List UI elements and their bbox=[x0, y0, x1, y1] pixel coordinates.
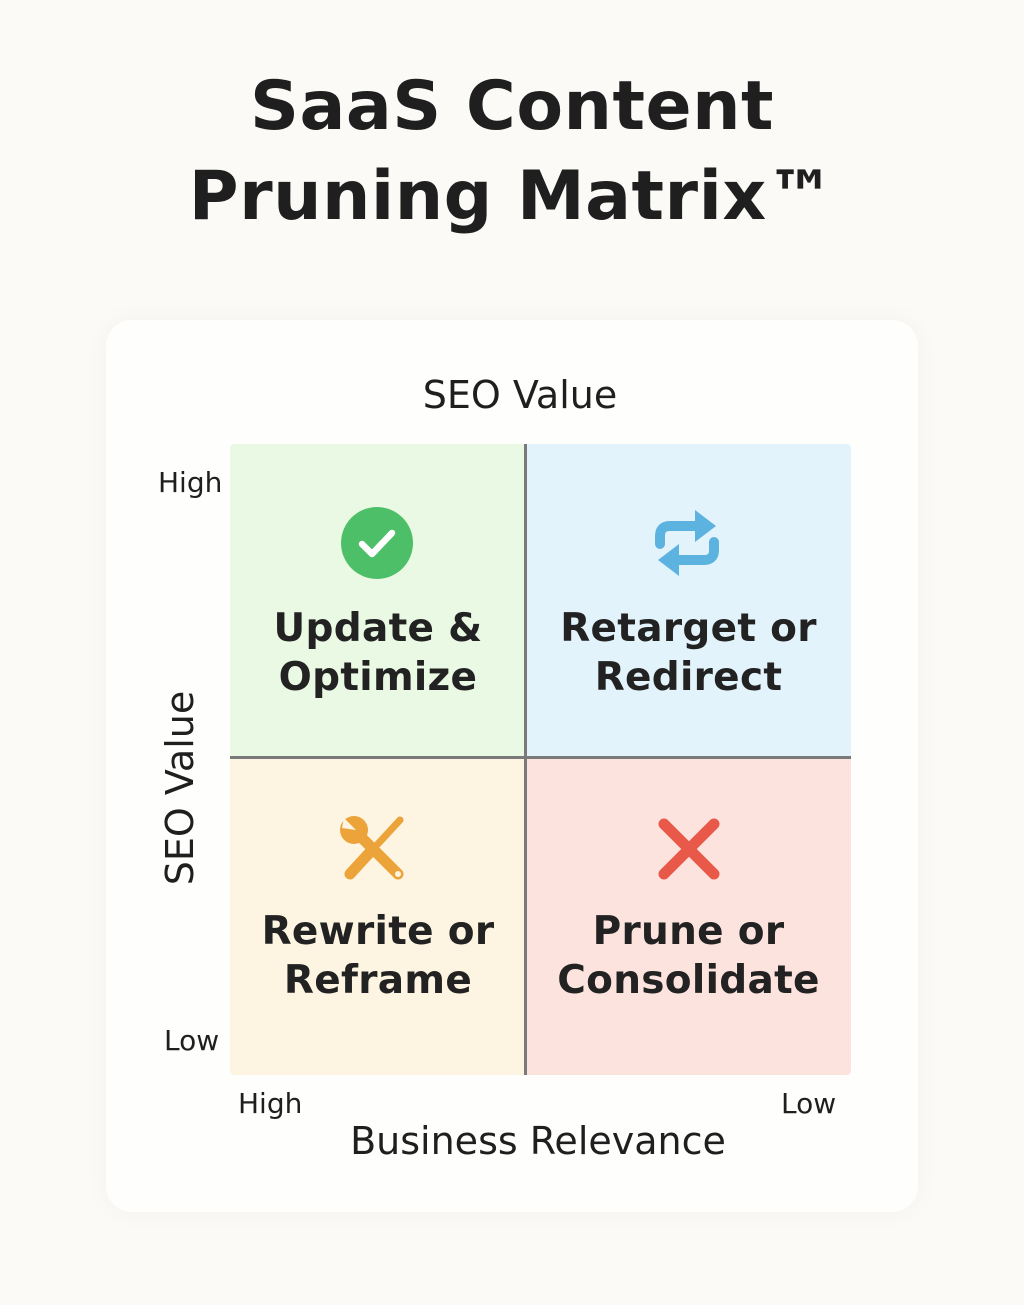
tools-icon bbox=[336, 812, 412, 892]
quadrant-label-retarget-redirect: Retarget or Redirect bbox=[560, 606, 817, 700]
cycle-arrows-icon bbox=[650, 502, 724, 588]
quadrant-label-update-optimize: Update & Optimize bbox=[273, 606, 483, 700]
y-axis-label: SEO Value bbox=[158, 690, 202, 886]
quadrant-label-rewrite-reframe: Rewrite or Reframe bbox=[261, 909, 495, 1003]
y-axis-high-label: High bbox=[158, 466, 223, 499]
title-line-1: SaaS Content bbox=[250, 67, 774, 146]
x-axis-high-label: High bbox=[238, 1087, 303, 1120]
top-axis-label: SEO Value bbox=[422, 373, 618, 417]
x-axis-label: Business Relevance bbox=[350, 1119, 726, 1163]
quadrant-update-optimize: Update & Optimize bbox=[230, 444, 526, 758]
vertical-divider bbox=[524, 444, 527, 1075]
quadrant-rewrite-reframe: Rewrite or Reframe bbox=[230, 758, 526, 1075]
horizontal-divider bbox=[230, 756, 851, 759]
quadrant-label-prune-consolidate: Prune or Consolidate bbox=[557, 909, 820, 1003]
quadrant-prune-consolidate: Prune or Consolidate bbox=[526, 758, 851, 1075]
y-axis-low-label: Low bbox=[164, 1024, 220, 1057]
quadrant-retarget-redirect: Retarget or Redirect bbox=[526, 444, 851, 758]
page-title: SaaS Content Pruning Matrix™ bbox=[0, 62, 1024, 242]
title-line-2: Pruning Matrix™ bbox=[188, 157, 836, 236]
check-circle-icon bbox=[341, 507, 413, 583]
matrix-grid: Update & Optimize Retarget or Redirect bbox=[230, 444, 851, 1075]
x-mark-icon bbox=[656, 816, 722, 886]
x-axis-low-label: Low bbox=[781, 1087, 837, 1120]
